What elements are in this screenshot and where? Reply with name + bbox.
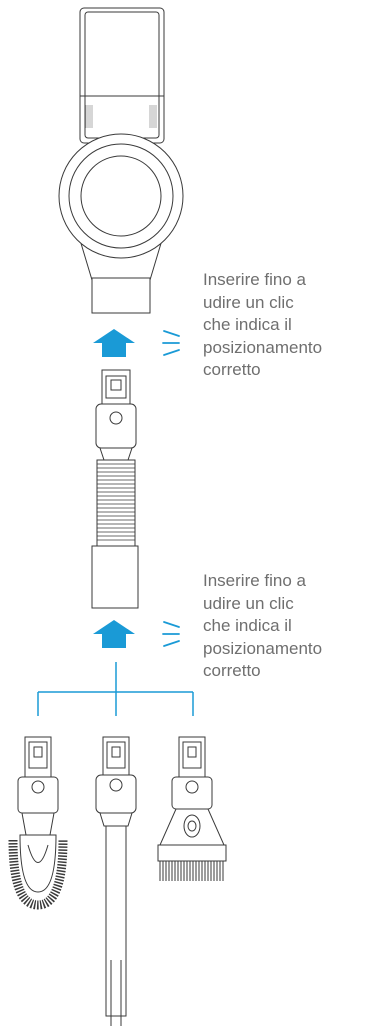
up-arrow-icon	[93, 620, 135, 648]
instruction-line: corretto	[203, 661, 261, 680]
instruction-line: posizionamento	[203, 337, 323, 357]
instruction-text-upper: Inserire fino a udire un clic che indica…	[203, 269, 363, 382]
instruction-line: posizionamento	[203, 638, 323, 658]
branch-connector	[37, 662, 194, 716]
soft-brush-attachment	[8, 736, 68, 910]
instruction-line: udire un clic	[203, 292, 294, 312]
instruction-line: udire un clic	[203, 593, 294, 613]
instruction-line: Inserire fino a	[203, 270, 306, 289]
instruction-line: che indica il	[203, 616, 292, 635]
click-sound-icon	[162, 621, 180, 647]
instruction-line: Inserire fino a	[203, 571, 306, 590]
instruction-line: che indica il	[203, 315, 292, 334]
vacuum-handheld-unit	[58, 7, 184, 314]
wide-brush-attachment	[157, 736, 227, 881]
instruction-line: corretto	[203, 360, 261, 379]
instruction-text-lower: Inserire fino a udire un clic che indica…	[203, 570, 363, 683]
extension-hose	[91, 369, 139, 609]
crevice-tool-attachment	[95, 736, 137, 1026]
click-sound-icon	[162, 330, 180, 356]
up-arrow-icon	[93, 329, 135, 357]
